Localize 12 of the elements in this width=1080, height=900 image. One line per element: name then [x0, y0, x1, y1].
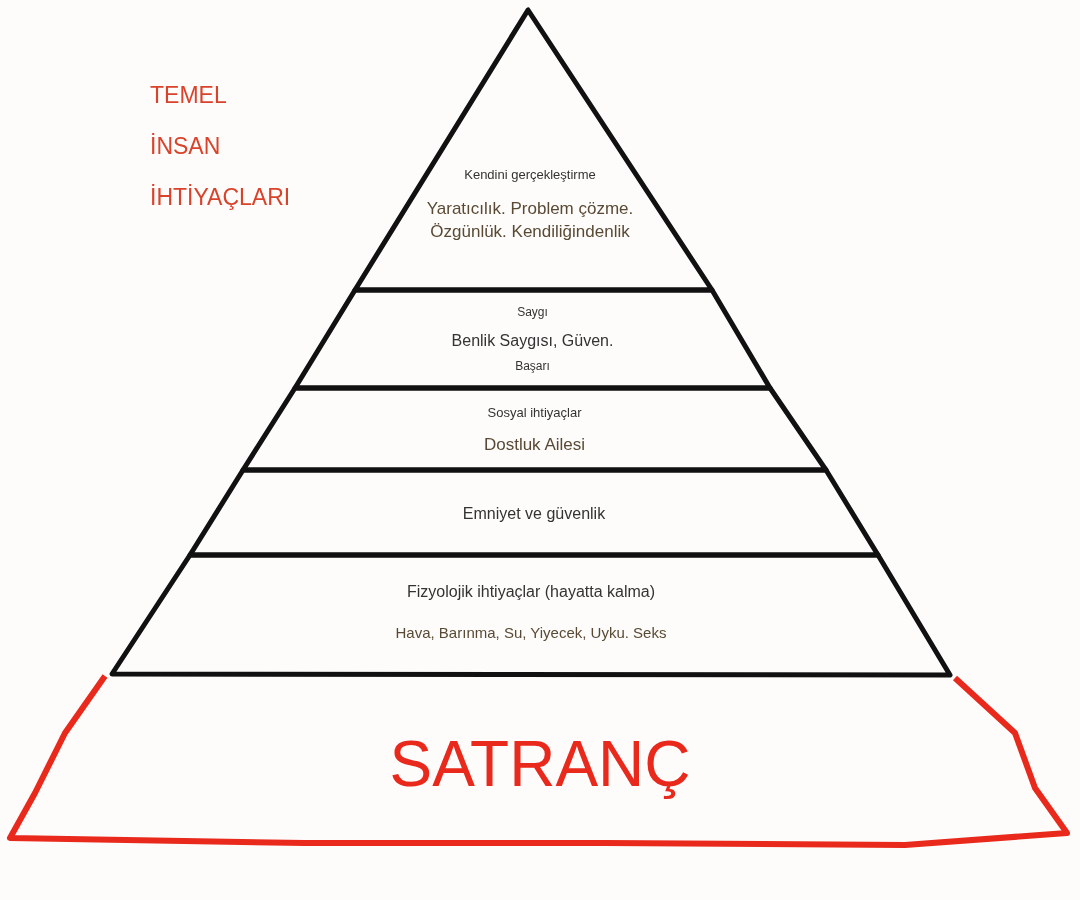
layer-text: Dostluk Ailesi [483, 434, 586, 456]
layer-text: Benlik Saygısı, Güven. [451, 331, 614, 351]
layer-heading: Sosyal ihtiyaçlar [487, 404, 582, 422]
layer-text: Hava, Barınma, Su, Yiyecek, Uyku. Seks [395, 623, 667, 643]
layer-heading: Saygı [517, 304, 548, 321]
layer-heading: Başarı [515, 358, 550, 375]
layer-heading: Kendini gerçekleştirme [464, 166, 596, 184]
layer-heading: Fizyolojik ihtiyaçlar (hayatta kalma) [406, 582, 656, 602]
foundation-text: SATRANÇ [389, 727, 691, 802]
title: TEMEL İNSAN İHTİYAÇLARI [150, 81, 291, 212]
layer-text: Yaratıcılık. Problem çözme. Özgünlük. Kendiliğindenlik [425, 198, 635, 243]
layer-heading: Emniyet ve güvenlik [462, 504, 606, 524]
